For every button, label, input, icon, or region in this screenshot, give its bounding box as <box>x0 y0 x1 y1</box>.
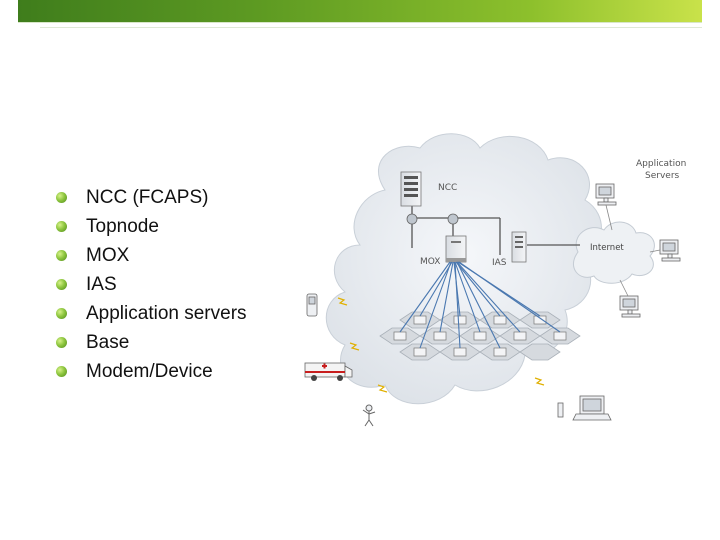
title-bar <box>18 0 702 22</box>
list-item: Base <box>56 328 247 357</box>
field-worker-icon <box>362 404 376 427</box>
list-item: Application servers <box>56 299 247 328</box>
list-item: IAS <box>56 270 247 299</box>
list-item: Modem/Device <box>56 357 247 386</box>
bullet-icon <box>56 250 67 261</box>
ambulance-icon <box>304 362 353 381</box>
mox-label: MOX <box>420 257 440 267</box>
bullet-icon <box>56 308 67 319</box>
app-server-link <box>619 279 629 297</box>
app-servers-label: Application <box>636 159 686 169</box>
handheld-device-icon <box>306 293 318 317</box>
list-item-label: NCC (FCAPS) <box>86 187 209 208</box>
mox-node-icon <box>445 235 467 263</box>
list-item-label: IAS <box>86 274 117 295</box>
internet-cloud: Internet <box>572 221 655 284</box>
list-item-label: Application servers <box>86 303 247 324</box>
ias-server-icon <box>511 231 527 263</box>
component-list: NCC (FCAPS) Topnode MOX IAS Application … <box>56 183 247 386</box>
ncc-server-icon <box>400 171 422 207</box>
ias-label: IAS <box>492 258 507 268</box>
router-icon <box>406 213 418 225</box>
laptop-device-icon <box>557 395 612 421</box>
list-item-label: Modem/Device <box>86 361 213 382</box>
operator-cloud <box>325 133 602 405</box>
bullet-icon <box>56 192 67 203</box>
app-server-computer-icon <box>619 295 641 318</box>
mox-base-links <box>399 261 561 349</box>
bullet-icon <box>56 366 67 377</box>
app-server-computer-icon <box>659 239 681 262</box>
app-servers-label-2: Servers <box>645 171 680 181</box>
list-item-label: MOX <box>86 245 130 266</box>
title-rule <box>18 22 702 23</box>
bullet-icon <box>56 279 67 290</box>
app-server-computer-icon <box>595 183 617 206</box>
router-icon <box>447 213 459 225</box>
bullet-icon <box>56 221 67 232</box>
bullet-icon <box>56 337 67 348</box>
app-server-link <box>649 249 661 253</box>
ncc-label: NCC <box>438 183 457 193</box>
app-server-link <box>605 204 613 231</box>
list-item: Topnode <box>56 212 247 241</box>
list-item: NCC (FCAPS) <box>56 183 247 212</box>
title-rule-thin <box>40 27 702 28</box>
internet-label: Internet <box>590 243 624 253</box>
wireless-signal-icon <box>337 297 545 393</box>
list-item-label: Base <box>86 332 130 353</box>
list-item-label: Topnode <box>86 216 159 237</box>
list-item: MOX <box>56 241 247 270</box>
